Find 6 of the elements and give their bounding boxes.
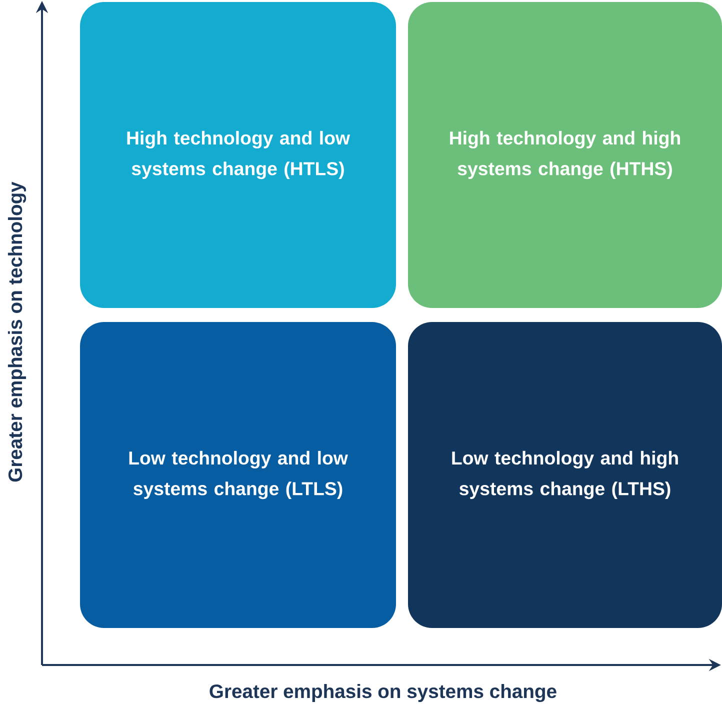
- quadrant-box: Low technology and low systems change (LTLS): [80, 322, 396, 628]
- quadrant-box: High technology and high systems change (HTHS): [408, 2, 722, 308]
- axis-label: Greater emphasis on technology: [8, 182, 26, 482]
- axis-label: Greater emphasis on systems change: [210, 684, 556, 702]
- quadrant-box: High technology and low systems change (HTLS): [80, 2, 396, 308]
- quadrant-box: Low technology and high systems change (LTHS): [408, 322, 722, 628]
